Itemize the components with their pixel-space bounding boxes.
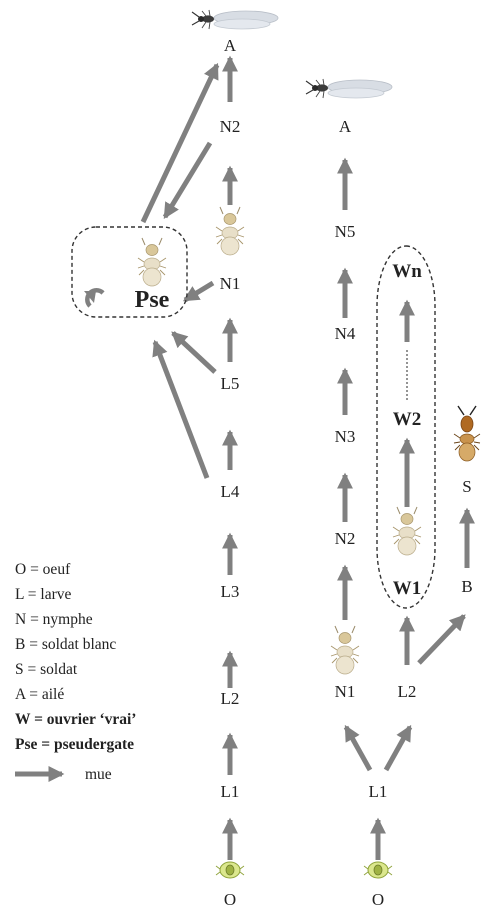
egg-icon bbox=[363, 861, 393, 879]
larva-icon bbox=[137, 237, 167, 287]
worker-group bbox=[376, 245, 436, 609]
legend-item: N = nymphe bbox=[15, 611, 93, 628]
right-node-N1: N1 bbox=[335, 682, 356, 701]
arrow-L1-to-L2-right bbox=[383, 724, 413, 772]
legend-item: O = oeuf bbox=[15, 561, 71, 578]
left-node-O: O bbox=[224, 890, 236, 909]
legend-item: B = soldat blanc bbox=[15, 636, 116, 653]
pseudergate-label: Pse bbox=[135, 287, 170, 313]
legend-item: W = ouvrier ‘vrai’ bbox=[15, 711, 136, 728]
cycle-icon bbox=[84, 288, 105, 308]
right-node-L2: L2 bbox=[398, 682, 417, 701]
left-node-L1: L1 bbox=[221, 782, 240, 801]
larva-icon bbox=[330, 625, 360, 675]
left-node-N1: N1 bbox=[220, 274, 241, 293]
left-node-L3: L3 bbox=[221, 582, 240, 601]
left-node-N2: N2 bbox=[220, 117, 241, 136]
legend: O = oeuf L = larve N = nymphe B = soldat… bbox=[15, 561, 136, 783]
right-node-A: A bbox=[339, 117, 352, 136]
arrow-N1-to-Pse bbox=[182, 280, 215, 303]
legend-item: Pse = pseudergate bbox=[15, 736, 134, 753]
arrow-L5-to-Pse bbox=[171, 331, 217, 374]
worker-node-W2: W2 bbox=[393, 409, 422, 430]
right-node-N4: N4 bbox=[335, 324, 356, 343]
arrow-L2-to-B bbox=[417, 614, 466, 665]
left-node-L5: L5 bbox=[221, 374, 240, 393]
arrow-L4-to-Pse bbox=[152, 339, 210, 479]
right-node-O: O bbox=[372, 890, 384, 909]
soldier-icon bbox=[453, 405, 481, 462]
arrow-L1-to-N1-right bbox=[343, 724, 373, 772]
left-node-L4: L4 bbox=[221, 482, 240, 501]
left-lineage-arrows bbox=[140, 55, 239, 860]
egg-icon bbox=[215, 861, 245, 879]
arrow-N2-to-Pse bbox=[162, 141, 213, 220]
legend-item: A = ailé bbox=[15, 686, 64, 703]
worker-node-W1: W1 bbox=[393, 578, 422, 599]
left-node-L2: L2 bbox=[221, 689, 240, 708]
white-soldier-node-B: B bbox=[461, 577, 472, 596]
legend-item: S = soldat bbox=[15, 661, 78, 678]
pseudergate-group bbox=[71, 226, 188, 318]
right-node-L1: L1 bbox=[369, 782, 388, 801]
right-node-N5: N5 bbox=[335, 222, 356, 241]
right-lineage-arrows bbox=[336, 157, 476, 860]
winged-adult-icon bbox=[305, 78, 393, 99]
larva-icon bbox=[392, 506, 422, 556]
right-node-N3: N3 bbox=[335, 427, 356, 446]
larva-icon bbox=[215, 206, 245, 256]
legend-item: L = larve bbox=[15, 586, 71, 603]
winged-adult-icon bbox=[191, 9, 279, 30]
worker-node-Wn: Wn bbox=[392, 261, 422, 282]
left-node-A: A bbox=[224, 36, 237, 55]
legend-arrow-label: mue bbox=[85, 766, 112, 783]
right-node-N2: N2 bbox=[335, 529, 356, 548]
arrow-Pse-to-A bbox=[140, 62, 220, 224]
soldier-node-S: S bbox=[462, 477, 471, 496]
